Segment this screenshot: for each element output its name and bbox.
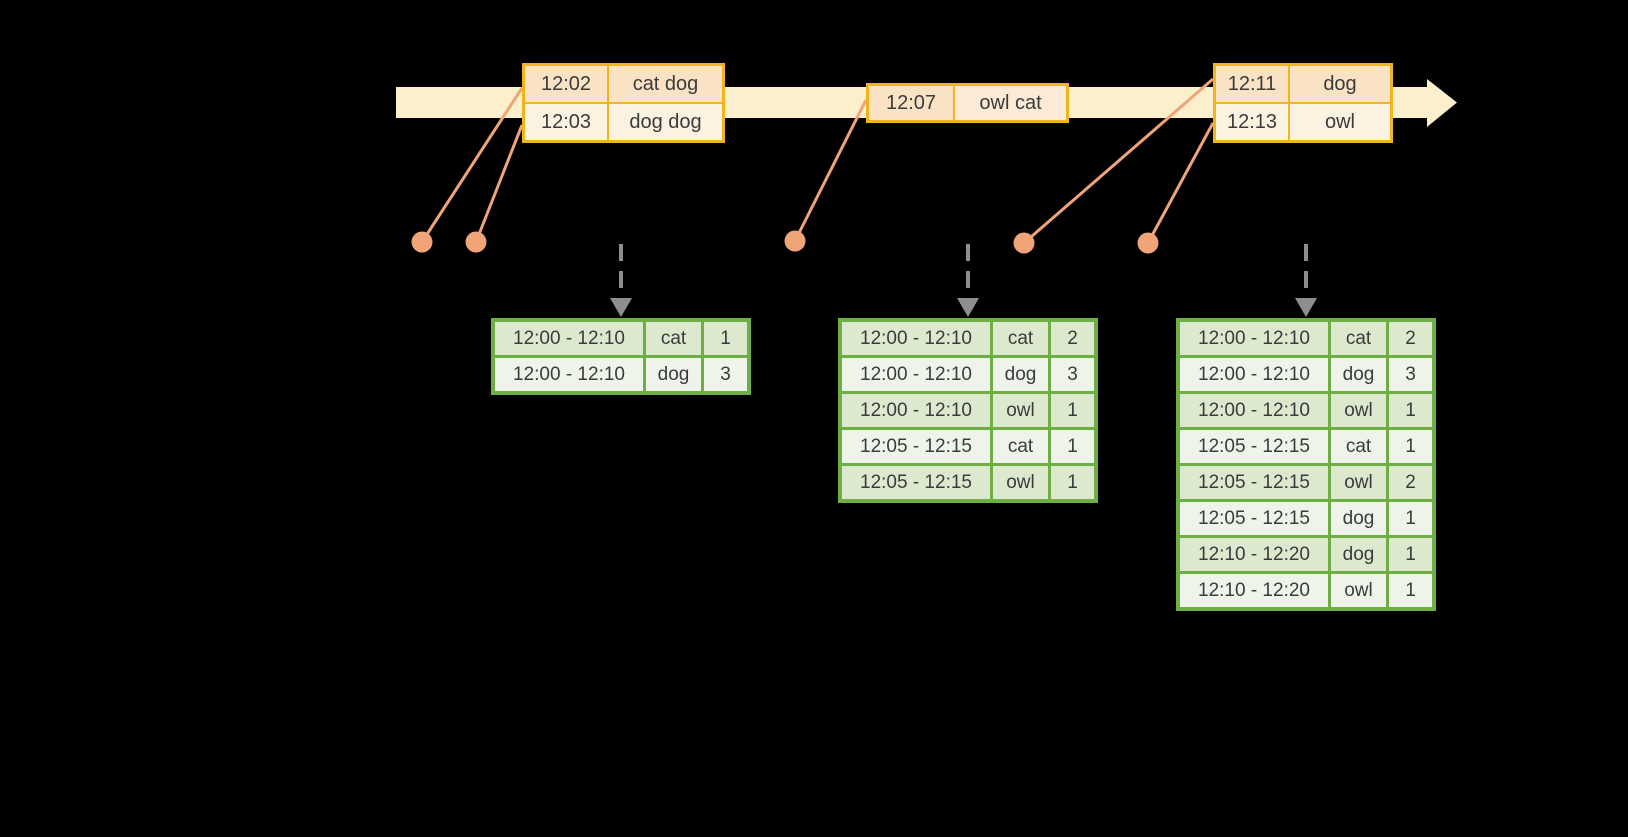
result-window: 12:10 - 12:20	[1180, 538, 1328, 571]
result-window: 12:00 - 12:10	[842, 358, 990, 391]
event-time: 12:02	[525, 66, 607, 102]
result-count: 1	[1051, 430, 1094, 463]
event-time-dot	[1013, 232, 1035, 254]
result-count: 3	[1051, 358, 1094, 391]
event-time-dot	[1137, 232, 1159, 254]
event-connector-line	[474, 124, 524, 243]
result-word: dog	[993, 358, 1048, 391]
result-word: dog	[1331, 358, 1386, 391]
result-count: 1	[1389, 430, 1432, 463]
result-word: owl	[993, 394, 1048, 427]
result-window: 12:00 - 12:10	[842, 394, 990, 427]
result-window: 12:00 - 12:10	[1180, 394, 1328, 427]
event-words: dog	[1290, 66, 1390, 102]
timeline-arrowhead-icon	[1427, 79, 1457, 127]
result-count: 1	[1389, 574, 1432, 607]
result-window: 12:00 - 12:10	[495, 322, 643, 355]
result-word: dog	[1331, 502, 1386, 535]
result-table-1: 12:00 - 12:10 cat 1 12:00 - 12:10 dog 3	[491, 318, 751, 395]
result-window: 12:05 - 12:15	[1180, 430, 1328, 463]
result-count: 1	[704, 322, 747, 355]
result-count: 1	[1389, 502, 1432, 535]
result-window: 12:00 - 12:10	[842, 322, 990, 355]
result-count: 2	[1389, 322, 1432, 355]
event-time: 12:07	[869, 86, 953, 120]
event-words: cat dog	[609, 66, 722, 102]
result-word: cat	[993, 322, 1048, 355]
result-count: 2	[1389, 466, 1432, 499]
result-word: cat	[1331, 430, 1386, 463]
result-window: 12:05 - 12:15	[842, 466, 990, 499]
result-count: 1	[1389, 394, 1432, 427]
result-word: owl	[1331, 574, 1386, 607]
result-word: cat	[993, 430, 1048, 463]
result-window: 12:00 - 12:10	[1180, 322, 1328, 355]
result-window: 12:05 - 12:15	[842, 430, 990, 463]
event-table-1: 12:02 cat dog 12:03 dog dog	[522, 63, 725, 143]
event-connector-line	[1146, 122, 1215, 244]
result-word: cat	[1331, 322, 1386, 355]
event-time: 12:03	[525, 104, 607, 140]
result-count: 3	[704, 358, 747, 391]
result-table-2: 12:00 - 12:10 cat 2 12:00 - 12:10 dog 3 …	[838, 318, 1098, 503]
result-word: owl	[993, 466, 1048, 499]
result-count: 2	[1051, 322, 1094, 355]
result-word: dog	[646, 358, 701, 391]
event-connector-line	[793, 99, 868, 242]
result-word: dog	[1331, 538, 1386, 571]
event-time-dot	[411, 231, 433, 253]
event-words: dog dog	[609, 104, 722, 140]
result-count: 3	[1389, 358, 1432, 391]
event-time-dot	[784, 230, 806, 252]
result-count: 1	[1051, 394, 1094, 427]
result-word: cat	[646, 322, 701, 355]
result-count: 1	[1389, 538, 1432, 571]
result-window: 12:00 - 12:10	[495, 358, 643, 391]
result-window: 12:00 - 12:10	[1180, 358, 1328, 391]
result-count: 1	[1051, 466, 1094, 499]
trigger-arrowhead-icon	[1295, 298, 1317, 317]
event-time-dot	[465, 231, 487, 253]
result-table-3: 12:00 - 12:10 cat 2 12:00 - 12:10 dog 3 …	[1176, 318, 1436, 611]
event-words: owl cat	[955, 86, 1066, 120]
result-window: 12:05 - 12:15	[1180, 466, 1328, 499]
result-word: owl	[1331, 466, 1386, 499]
event-time: 12:13	[1216, 104, 1288, 140]
result-window: 12:05 - 12:15	[1180, 502, 1328, 535]
event-table-2: 12:07 owl cat	[866, 83, 1069, 123]
trigger-arrowhead-icon	[610, 298, 632, 317]
event-time: 12:11	[1216, 66, 1288, 102]
event-table-3: 12:11 dog 12:13 owl	[1213, 63, 1393, 143]
result-window: 12:10 - 12:20	[1180, 574, 1328, 607]
result-word: owl	[1331, 394, 1386, 427]
trigger-arrowhead-icon	[957, 298, 979, 317]
event-words: owl	[1290, 104, 1390, 140]
